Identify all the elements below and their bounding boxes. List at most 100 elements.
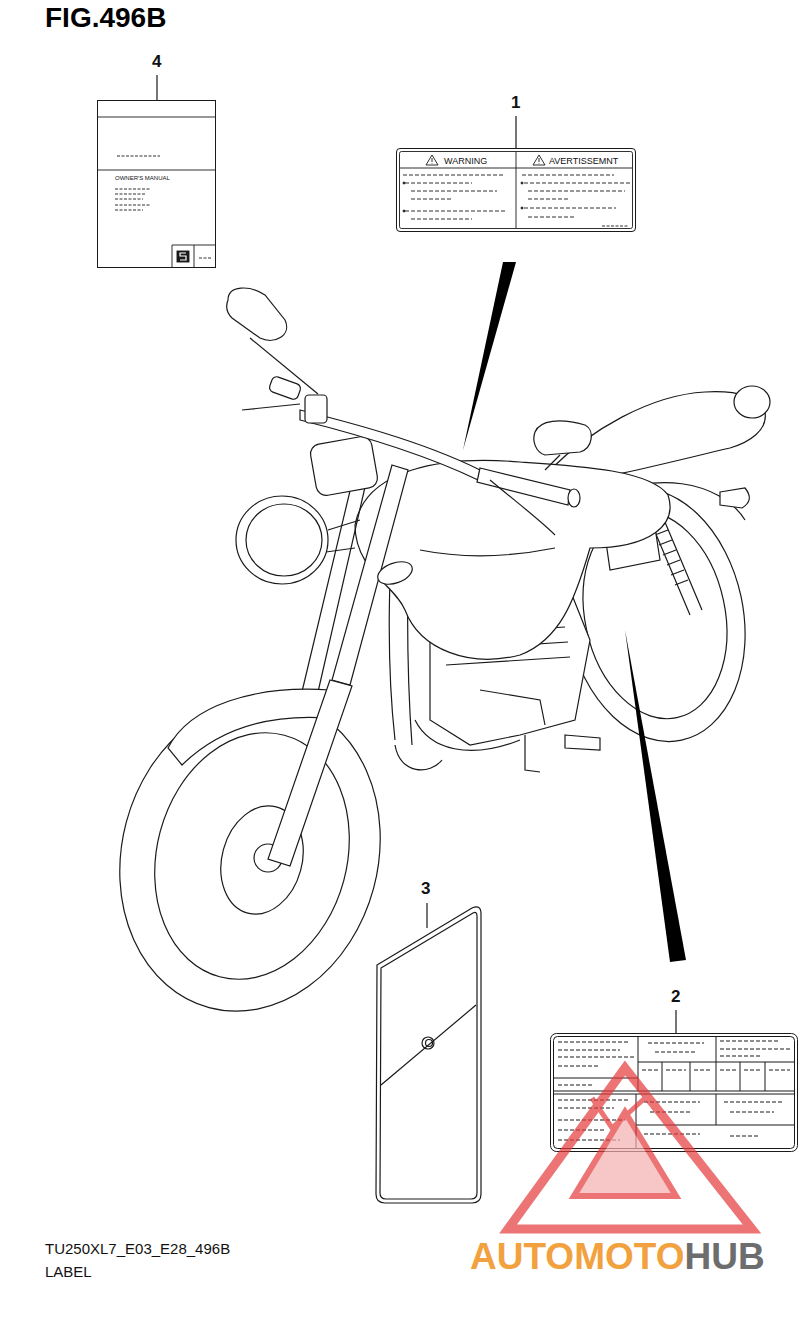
- manual-detail: [172, 245, 215, 246]
- info-label-2: [636, 1125, 794, 1126]
- mirror: [250, 338, 318, 394]
- handlebar: [568, 489, 580, 507]
- manual-detail: [98, 170, 215, 171]
- info-label-2: [730, 1136, 760, 1137]
- manual-detail: [115, 205, 150, 206]
- warning-label-detail: [521, 182, 523, 184]
- seat: [734, 386, 770, 418]
- watermark-logo: [574, 1112, 676, 1196]
- mirror: [227, 288, 592, 470]
- manual-detail: [115, 199, 143, 200]
- info-label-2: [554, 1091, 794, 1092]
- leader-wedge: [463, 262, 516, 450]
- leader-wedge: [463, 262, 686, 962]
- warning-label-detail: [411, 199, 453, 200]
- handlebar: [305, 395, 327, 423]
- info-label-2: [720, 1049, 790, 1050]
- headlight: [236, 496, 328, 584]
- headlight: [236, 435, 415, 589]
- front-fork: [268, 680, 352, 866]
- leader-line: [515, 116, 516, 148]
- info-label-2: [662, 1062, 663, 1091]
- warning-heading: WARNING: [444, 156, 487, 166]
- callout-number: 4: [152, 52, 161, 72]
- manual-detail: [98, 117, 215, 267]
- handlebar: [242, 375, 580, 535]
- fuel-tank: [420, 548, 555, 556]
- warning-label-detail: [400, 152, 633, 229]
- handlebar: [242, 404, 300, 410]
- warning-label-detail: [432, 158, 433, 164]
- callout-number: 2: [671, 987, 680, 1007]
- leader-line: [426, 903, 427, 928]
- warning-label-detail: [528, 191, 625, 192]
- front-wheel: [85, 669, 414, 1040]
- warning-label-detail: [539, 158, 540, 164]
- sticker-label-3: [376, 907, 481, 1203]
- headlight: [326, 520, 360, 552]
- manual-detail: [172, 245, 173, 267]
- info-label-2: [554, 1094, 794, 1095]
- headlight: [246, 504, 322, 576]
- info-label-2: [716, 1094, 717, 1125]
- info-label-2: [655, 1052, 695, 1053]
- manual-title: OWNER'S MANUAL: [115, 175, 170, 182]
- engine: [565, 735, 600, 750]
- manual-detail: [98, 117, 215, 118]
- watermark-logo: [508, 1068, 752, 1229]
- info-label-2: [769, 1070, 790, 1071]
- warning-label-detail: [405, 183, 472, 184]
- warning-label-detail: [533, 155, 545, 165]
- manual-detail: [115, 189, 150, 190]
- figure-title: FIG.496B: [45, 2, 166, 34]
- info-label-2: [720, 1041, 780, 1042]
- sticker-label-3: [376, 907, 481, 1203]
- info-label-2: [554, 1078, 638, 1079]
- watermark: AUTOMOTO: [470, 1236, 684, 1279]
- warning-label-detail: [524, 208, 616, 209]
- warning-label-detail: [403, 182, 405, 184]
- warning-label-detail: [400, 152, 633, 229]
- mirror: [534, 421, 591, 455]
- callout-number: 3: [421, 879, 430, 899]
- warning-label-detail: [521, 207, 523, 209]
- info-label-2: [648, 1043, 704, 1044]
- manual-detail: [115, 194, 146, 195]
- manual-detail: [115, 210, 143, 211]
- warning-label-detail: [602, 226, 628, 227]
- leader-wedge: [625, 630, 686, 962]
- info-label-2: [690, 1062, 691, 1091]
- owners-manual: OWNER'S MANUAL: [97, 100, 216, 268]
- mirror: [545, 455, 560, 470]
- warning-label-detail: [411, 191, 497, 192]
- manual-detail: [180, 253, 186, 260]
- manual-detail: [177, 251, 189, 262]
- info-label-2: [730, 1112, 774, 1113]
- watermark-logo: [508, 1068, 752, 1229]
- info-label-2: [558, 1042, 630, 1043]
- front-wheel: [128, 711, 376, 1002]
- warning-label-detail: [426, 155, 438, 165]
- drawing-code: TU250XL7_E03_E28_496B: [45, 1240, 230, 1257]
- info-label-2: [765, 1062, 766, 1091]
- callout-number: 1: [511, 93, 520, 113]
- info-label-2: [716, 1037, 717, 1091]
- handlebar: [268, 375, 302, 400]
- manual-detail: [194, 245, 195, 267]
- watermark: HUB: [684, 1236, 764, 1279]
- warning-label-detail: [403, 175, 505, 176]
- seat: [720, 488, 749, 508]
- warning-heading-french: AVERTISSEMNT: [549, 156, 618, 166]
- leader-line: [675, 1010, 676, 1033]
- warning-label-detail: [411, 219, 472, 220]
- manual-detail: [117, 156, 160, 157]
- front-wheel: [85, 669, 414, 1040]
- manual-detail: [199, 258, 212, 259]
- sticker-label-3: [422, 1037, 434, 1049]
- info-label-2: [724, 1102, 782, 1103]
- info-label-2: [558, 1085, 592, 1086]
- warning-label-detail: [524, 183, 630, 184]
